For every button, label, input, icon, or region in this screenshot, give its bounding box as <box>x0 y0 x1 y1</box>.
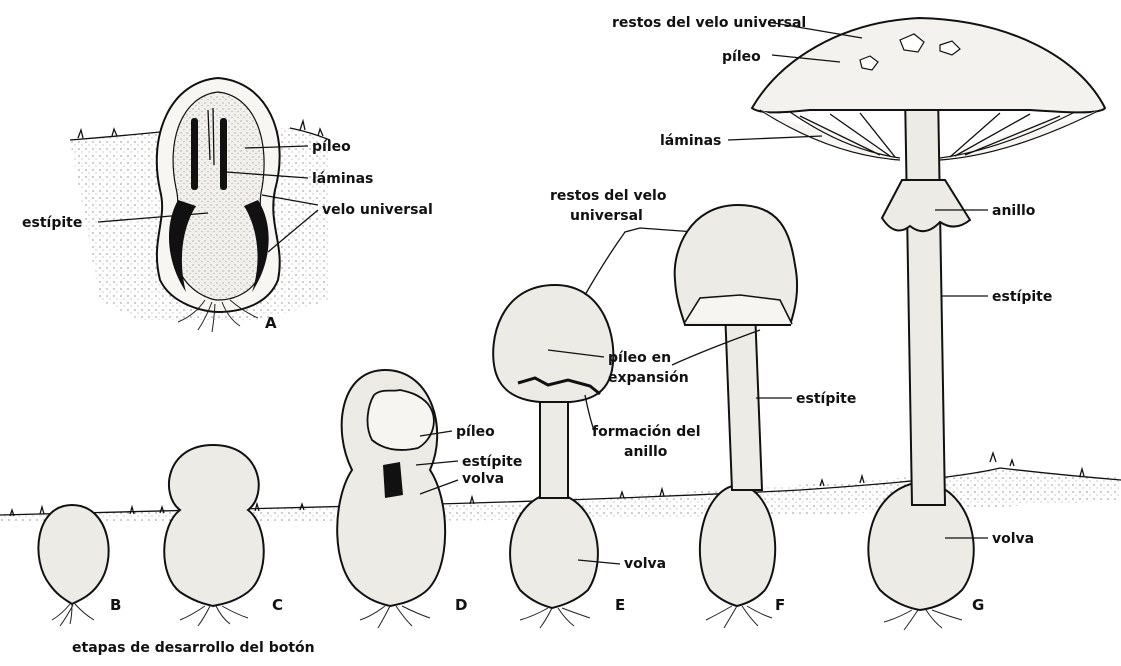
label-g-pileo: píleo <box>722 49 761 65</box>
stage-d-stem-dark <box>383 462 403 498</box>
stage-d-pileo <box>368 390 434 450</box>
stage-e-mushroom: E píleo en expansión formación del anill… <box>493 188 700 628</box>
stage-b-letter: B <box>110 596 121 614</box>
label-f-estipite: estípite <box>796 391 856 407</box>
stage-g-letter: G <box>972 596 984 614</box>
label-e-pileo-1: píleo en <box>608 350 671 366</box>
inner-body <box>173 92 264 300</box>
roots-g <box>884 610 962 630</box>
label-a-estipite: estípite <box>22 215 82 231</box>
stage-f-ring <box>685 295 792 324</box>
label-a-pileo: píleo <box>312 139 351 155</box>
stage-d-button: D píleo estípite volva <box>337 370 522 628</box>
stage-g-stem <box>905 92 945 505</box>
stage-d-letter: D <box>455 596 467 614</box>
stage-e-stem <box>540 400 568 498</box>
stage-c-body <box>164 445 264 606</box>
stage-c-button: C <box>164 445 283 626</box>
roots-f <box>706 606 772 628</box>
stage-b-body <box>38 505 108 604</box>
label-a-velo: velo universal <box>322 202 433 218</box>
label-d-pileo: píleo <box>456 424 495 440</box>
label-g-anillo: anillo <box>992 203 1036 219</box>
label-d-estipite: estípite <box>462 454 522 470</box>
label-e-pileo-2: expansión <box>608 370 689 386</box>
label-e-formacion-2: anillo <box>624 444 668 460</box>
label-a-laminas: láminas <box>312 171 373 187</box>
stage-e-volva <box>510 493 598 608</box>
roots-e <box>520 608 590 628</box>
stage-c-letter: C <box>272 596 283 614</box>
label-g-laminas: láminas <box>660 133 721 149</box>
label-e-formacion-1: formación del <box>592 424 701 440</box>
label-e-restos-2: universal <box>570 208 643 224</box>
roots-c <box>180 606 248 626</box>
lamina-right <box>220 118 227 190</box>
stage-f-letter: F <box>775 596 785 614</box>
stage-a-letter: A <box>265 314 277 332</box>
label-g-estipite: estípite <box>992 289 1052 305</box>
stage-e-letter: E <box>615 596 625 614</box>
stage-f-volva <box>700 485 775 606</box>
leader-g-laminas <box>728 136 822 140</box>
label-d-volva: volva <box>462 471 504 487</box>
stage-b-button: B <box>38 505 121 626</box>
roots-d <box>360 606 430 628</box>
label-g-restos: restos del velo universal <box>612 15 806 31</box>
stage-f-mushroom: F estípite <box>672 205 856 628</box>
stage-f-stem <box>725 310 762 490</box>
stage-g-ring <box>882 180 970 231</box>
label-e-restos-1: restos del velo <box>550 188 667 204</box>
lamina-left <box>191 118 198 190</box>
label-g-volva: volva <box>992 531 1034 547</box>
roots-b <box>52 604 94 626</box>
caption: etapas de desarrollo del botón <box>72 640 315 656</box>
stage-g-cap <box>752 18 1105 112</box>
stage-a-section: A píleo láminas estípite velo universal <box>22 78 433 332</box>
label-e-volva: volva <box>624 556 666 572</box>
